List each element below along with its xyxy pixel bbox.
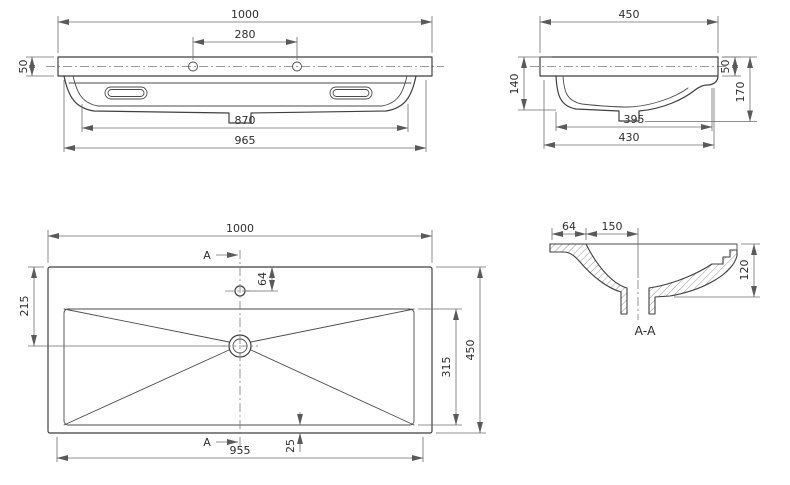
dim-section-back-ledge: 64 <box>562 220 576 233</box>
section-dimensions: 64 150 120 <box>551 220 760 298</box>
plan-bowl-slope-tl <box>63 308 230 343</box>
dim-side-bowl-depth: 395 <box>624 113 645 126</box>
plan-dimensions: 1000 64 215 315 450 25 <box>18 222 486 462</box>
section-front-wall <box>648 249 738 315</box>
plan-bowl-slope-bl <box>63 349 230 426</box>
section-view: 64 150 120 A-A <box>549 220 760 338</box>
front-rim-slab <box>57 56 433 77</box>
section-marker-top: A <box>203 249 211 262</box>
dim-plan-bowl-depth: 315 <box>440 357 453 378</box>
plan-bowl-slope-tr <box>250 308 415 343</box>
front-bowl-inner <box>72 75 408 107</box>
dim-side-overall-depth: 450 <box>619 8 640 21</box>
dim-front-body-width: 965 <box>235 134 256 147</box>
side-view: 450 50 140 170 395 430 <box>508 8 757 149</box>
dim-section-drain-offset: 150 <box>602 220 623 233</box>
section-rim-edge <box>549 243 738 251</box>
front-overflow-right <box>329 86 373 100</box>
side-rim-slab <box>539 56 719 77</box>
front-outline <box>46 56 444 124</box>
dim-side-back-height: 140 <box>508 74 521 95</box>
front-view: 1000 280 50 870 965 <box>17 8 444 152</box>
section-back-wall <box>549 243 628 315</box>
side-dimensions: 450 50 140 170 395 430 <box>508 8 757 149</box>
front-tap-hole-left <box>188 61 198 72</box>
dim-plan-tap-offset: 64 <box>256 272 269 286</box>
dim-plan-overall-depth: 450 <box>464 340 477 361</box>
side-outline <box>530 56 728 122</box>
side-bowl-inner <box>562 75 689 108</box>
dim-section-height: 120 <box>738 260 751 281</box>
front-overflow-left <box>104 86 148 100</box>
dim-plan-drain-offset: 215 <box>18 296 31 317</box>
dim-front-bowl-width: 870 <box>235 114 256 127</box>
dim-plan-overall-width: 1000 <box>226 222 254 235</box>
dim-front-rim-height: 50 <box>17 60 30 74</box>
dim-front-hole-spacing: 280 <box>235 28 256 41</box>
dim-plan-front-gap: 25 <box>284 439 297 453</box>
side-bowl-outer <box>555 75 719 122</box>
section-marker-bottom: A <box>203 436 211 449</box>
dim-side-overall-height: 170 <box>734 82 747 103</box>
dim-plan-bowl-width: 955 <box>230 444 251 457</box>
section-outline <box>549 243 738 320</box>
front-overflow-left-inner <box>107 89 145 97</box>
plan-view: A A 1000 64 215 315 <box>18 222 486 462</box>
front-bowl-outer <box>63 75 417 124</box>
plan-section-markers: A A <box>203 249 239 449</box>
plan-outline <box>47 250 433 450</box>
front-tap-hole-right <box>292 61 302 72</box>
front-overflow-right-inner <box>332 89 370 97</box>
section-title: A-A <box>634 323 656 338</box>
dim-front-overall-width: 1000 <box>231 8 259 21</box>
plan-bowl-slope-br <box>250 349 415 426</box>
plan-bowl-rim <box>63 308 415 426</box>
dim-side-body-depth: 430 <box>619 131 640 144</box>
front-dimensions: 1000 280 50 870 965 <box>17 8 433 152</box>
dim-side-rim-height: 50 <box>719 60 732 74</box>
